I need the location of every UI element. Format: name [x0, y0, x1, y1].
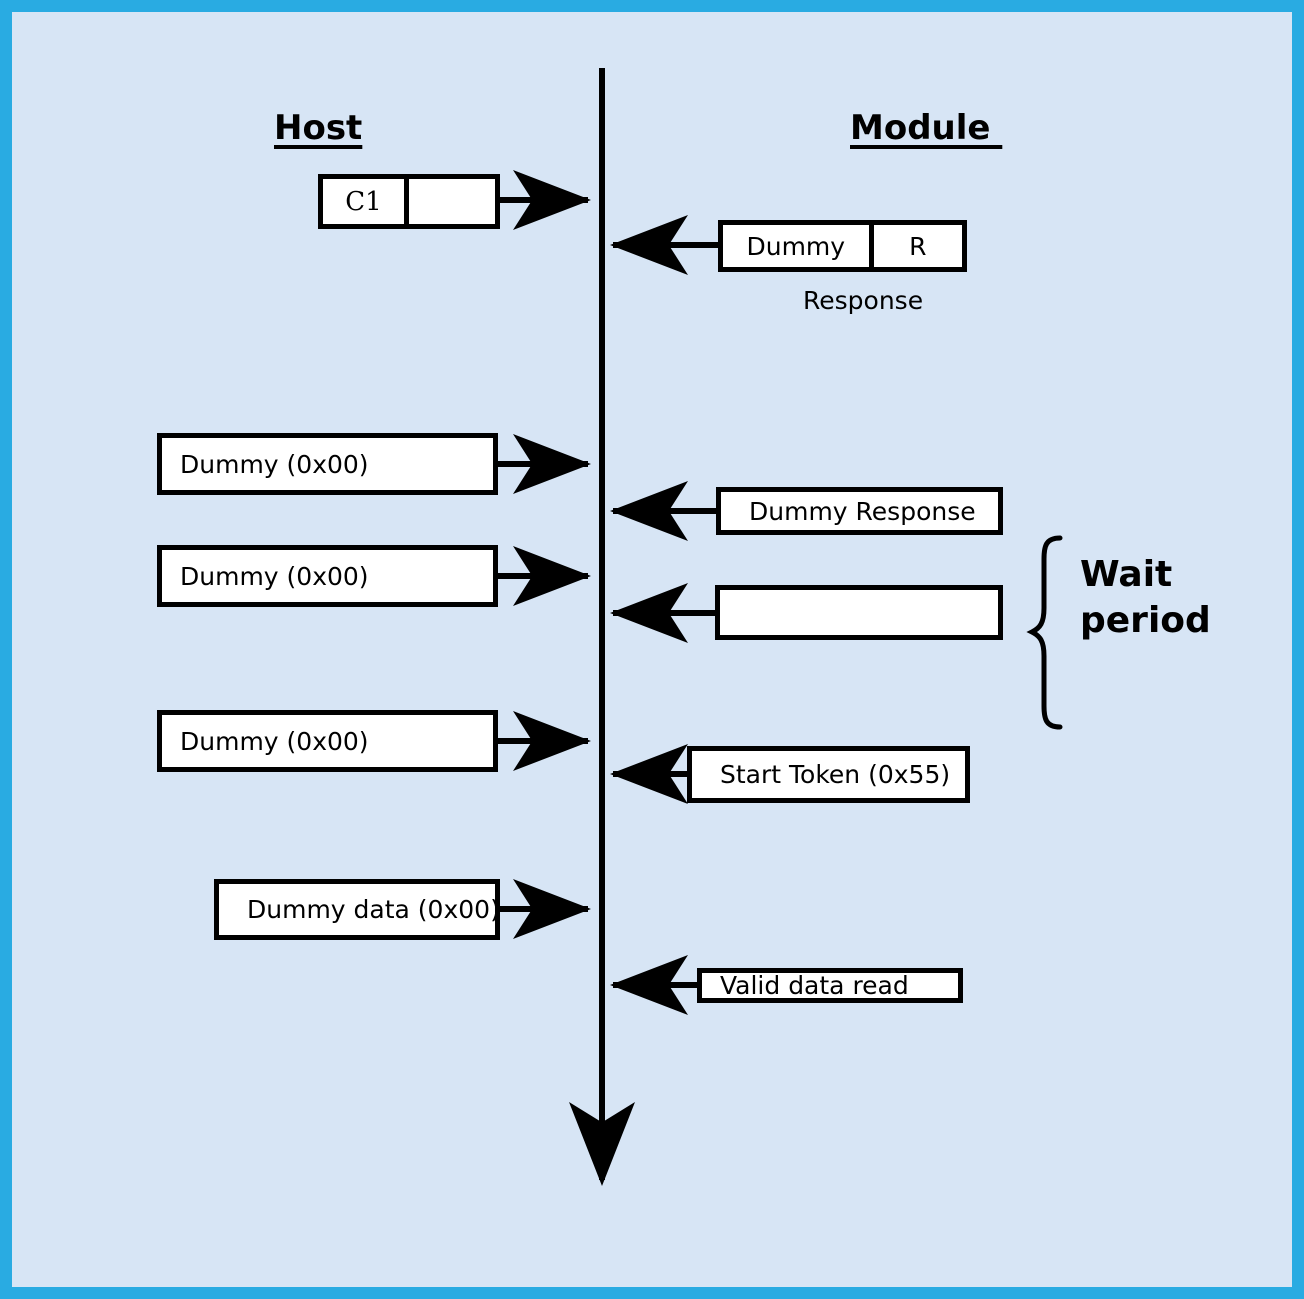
module-message-valid-data-read[interactable]: Valid data read: [697, 968, 963, 1003]
response-dummy-label: Dummy: [723, 225, 874, 267]
response-caption: Response: [803, 286, 924, 315]
wait-period-label: Wait period: [1080, 554, 1211, 642]
module-message-start-token[interactable]: Start Token (0x55): [687, 746, 970, 803]
host-message-dummy-1[interactable]: Dummy (0x00): [157, 433, 498, 495]
column-title-module: Module: [850, 108, 1003, 148]
module-message-dummy-response[interactable]: Dummy Response: [716, 487, 1003, 535]
module-message-response[interactable]: Dummy R: [718, 220, 967, 272]
column-title-host: Host: [274, 108, 363, 148]
response-r-label: R: [909, 231, 927, 261]
host-message-command-c1[interactable]: C1: [318, 174, 500, 229]
diagram-canvas: Host Module C1 Dummy R Response Dummy (0…: [12, 12, 1292, 1287]
host-message-dummy-2[interactable]: Dummy (0x00): [157, 545, 498, 607]
command-c1-label: C1: [323, 179, 409, 224]
command-c1-blank-cell: [409, 179, 495, 224]
wait-period-brace: [1026, 535, 1063, 730]
host-message-dummy-3[interactable]: Dummy (0x00): [157, 710, 498, 772]
host-message-dummy-data[interactable]: Dummy data (0x00): [214, 879, 500, 940]
module-message-empty-response[interactable]: [715, 585, 1003, 640]
diagram-vector-layer: [498, 68, 1063, 1186]
